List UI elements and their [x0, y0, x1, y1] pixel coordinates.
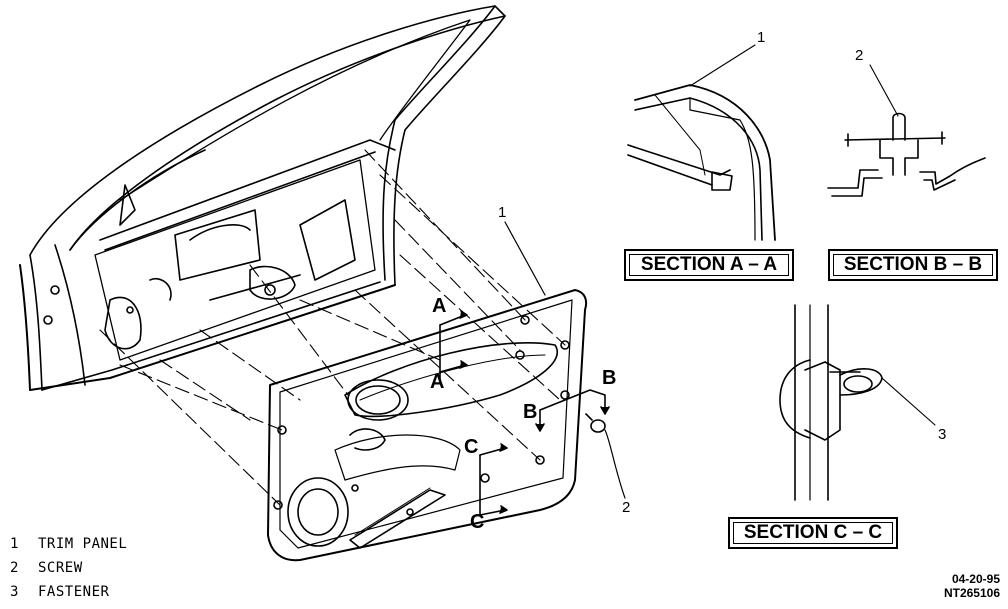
legend-label: FASTENER — [38, 584, 110, 600]
legend-label: TRIM PANEL — [38, 536, 128, 552]
document-reference: 04-20-95 NT265106 — [944, 572, 1000, 600]
section-bb-detail — [827, 64, 986, 197]
legend-number: 1 — [10, 536, 19, 552]
legend-row: 2 SCREW — [10, 556, 127, 580]
cut-letter-b-right: B — [602, 367, 617, 389]
cut-letter-a-bottom: A — [430, 371, 445, 393]
panel-leader-lines — [504, 221, 546, 296]
doc-date: 04-20-95 — [951, 572, 1000, 586]
door-frame — [19, 5, 506, 391]
section-aa-label: SECTION A – A — [624, 249, 794, 281]
screw-part — [585, 413, 626, 499]
cut-letter-b-left: B — [523, 401, 538, 423]
section-cc-detail — [779, 304, 936, 501]
legend-number: 3 — [10, 584, 19, 600]
cut-letter-c-bottom: C — [470, 511, 485, 533]
legend-row: 1 TRIM PANEL — [10, 532, 127, 556]
trim-panel — [267, 289, 588, 562]
legend-number: 2 — [10, 560, 19, 576]
doc-code: NT265106 — [943, 586, 1000, 600]
legend-row: 3 FASTENER — [10, 580, 127, 604]
callout-1-trim-panel: 1 — [498, 204, 507, 221]
callout-3-section-cc: 3 — [938, 426, 947, 443]
legend-label: SCREW — [38, 560, 83, 576]
section-bb-label: SECTION B – B — [828, 249, 998, 281]
alignment-lines — [99, 149, 566, 506]
section-cc-label: SECTION C – C — [728, 517, 898, 549]
cut-letter-c-top: C — [464, 436, 479, 458]
section-cut-arrows — [439, 310, 610, 516]
section-aa-detail — [627, 44, 776, 241]
callout-1-section-aa: 1 — [757, 29, 766, 46]
cut-letter-a-top: A — [432, 295, 447, 317]
callout-2-screw: 2 — [622, 499, 631, 516]
callout-2-section-bb: 2 — [855, 47, 864, 64]
parts-legend: 1 TRIM PANEL 2 SCREW 3 FASTENER — [10, 532, 127, 604]
